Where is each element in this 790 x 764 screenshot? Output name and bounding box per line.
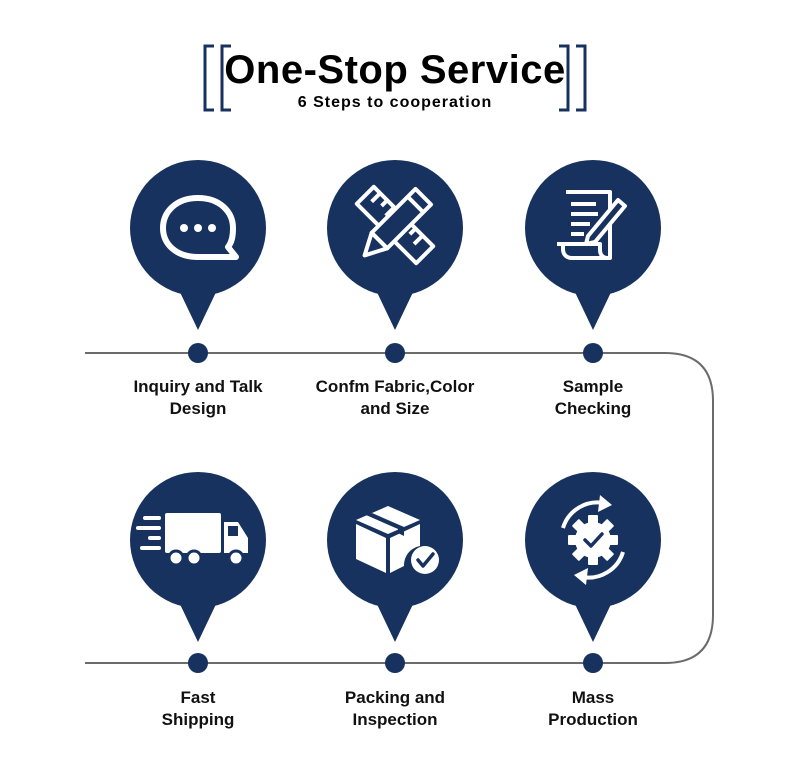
page-title: One-Stop Service <box>224 48 566 92</box>
step-label-production: Mass Production <box>548 688 638 729</box>
pencil-ruler-icon <box>354 184 436 266</box>
step-label-sample: Sample Checking <box>554 377 632 418</box>
timeline-path <box>85 352 714 664</box>
fast-truck-icon <box>136 513 248 567</box>
step-pin-shipping <box>130 472 266 673</box>
gear-cycle-icon <box>561 495 625 585</box>
step-pin-packing <box>327 472 463 673</box>
page-subtitle: 6 Steps to cooperation <box>297 94 493 111</box>
step-pin-inquiry <box>130 160 266 363</box>
right-bracket-icon <box>559 44 587 112</box>
document-pen-icon <box>557 190 627 260</box>
box-check-icon <box>356 506 439 574</box>
left-bracket-icon <box>203 44 231 112</box>
chat-bubble-icon <box>160 195 239 260</box>
step-label-packing: Packing and Inspection <box>344 688 446 729</box>
step-pin-confirm <box>327 160 463 363</box>
step-label-inquiry: Inquiry and Talk Design <box>133 377 263 418</box>
step-label-confirm: Confm Fabric,Color and Size <box>315 377 475 418</box>
step-label-shipping: Fast Shipping <box>161 688 235 729</box>
